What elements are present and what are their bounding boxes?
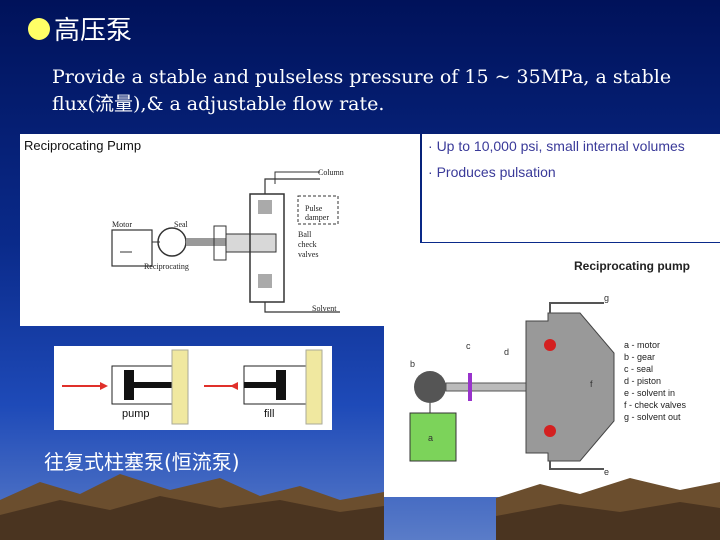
part-label: e (604, 467, 609, 477)
mountain-decoration (0, 474, 720, 540)
labeled-diagram-title: Reciprocating pump (574, 259, 691, 273)
label-ball: Ball (298, 230, 312, 239)
part-label: c (466, 341, 471, 351)
label-damper: damper (305, 213, 329, 222)
pump-notes: · Up to 10,000 psi, small internal volum… (422, 134, 720, 242)
label-solvent: Solvent (312, 304, 337, 313)
pump-caption: 往复式柱塞泵(恒流泵) (44, 450, 240, 474)
part-label: a (428, 433, 433, 443)
labeled-pump-diagram: Reciprocating pump b a c d g e f (384, 243, 720, 497)
label-pulse: Pulse (305, 204, 323, 213)
slide-title-text: 高压泵 (54, 16, 133, 46)
label-check: check (298, 240, 317, 249)
schematic-title: Reciprocating Pump (24, 138, 142, 153)
pump-fill-strokes: pump fill (54, 346, 332, 430)
schematic-drawing (111, 171, 340, 313)
label-reciprocating: Reciprocating (144, 262, 189, 271)
fill-label: fill (264, 408, 275, 420)
slide-body-text: Provide a stable and pulseless pressure … (52, 66, 672, 115)
label-column: Column (318, 168, 344, 177)
reciprocating-pump-schematic: Reciprocating Pump Column Pu (20, 134, 420, 326)
pump-label: pump (122, 408, 150, 420)
pump-parts-legend: a - motor b - gear c - seal d - piston e… (624, 340, 687, 422)
part-label: d (504, 347, 509, 357)
part-label: g (604, 293, 609, 303)
note-item: · Up to 10,000 psi, small internal volum… (428, 138, 685, 154)
label-valves: valves (298, 250, 319, 259)
stroke-drawing (62, 349, 323, 425)
bullet-icon (28, 17, 50, 40)
slide-title: 高压泵 (28, 10, 132, 47)
labeled-pump-drawing: b a c d g e f (409, 293, 615, 477)
label-motor: Motor (112, 220, 132, 229)
part-label: f (590, 379, 593, 389)
label-seal: Seal (174, 220, 188, 229)
part-label: b (410, 359, 415, 369)
note-item: · Produces pulsation (428, 164, 556, 180)
